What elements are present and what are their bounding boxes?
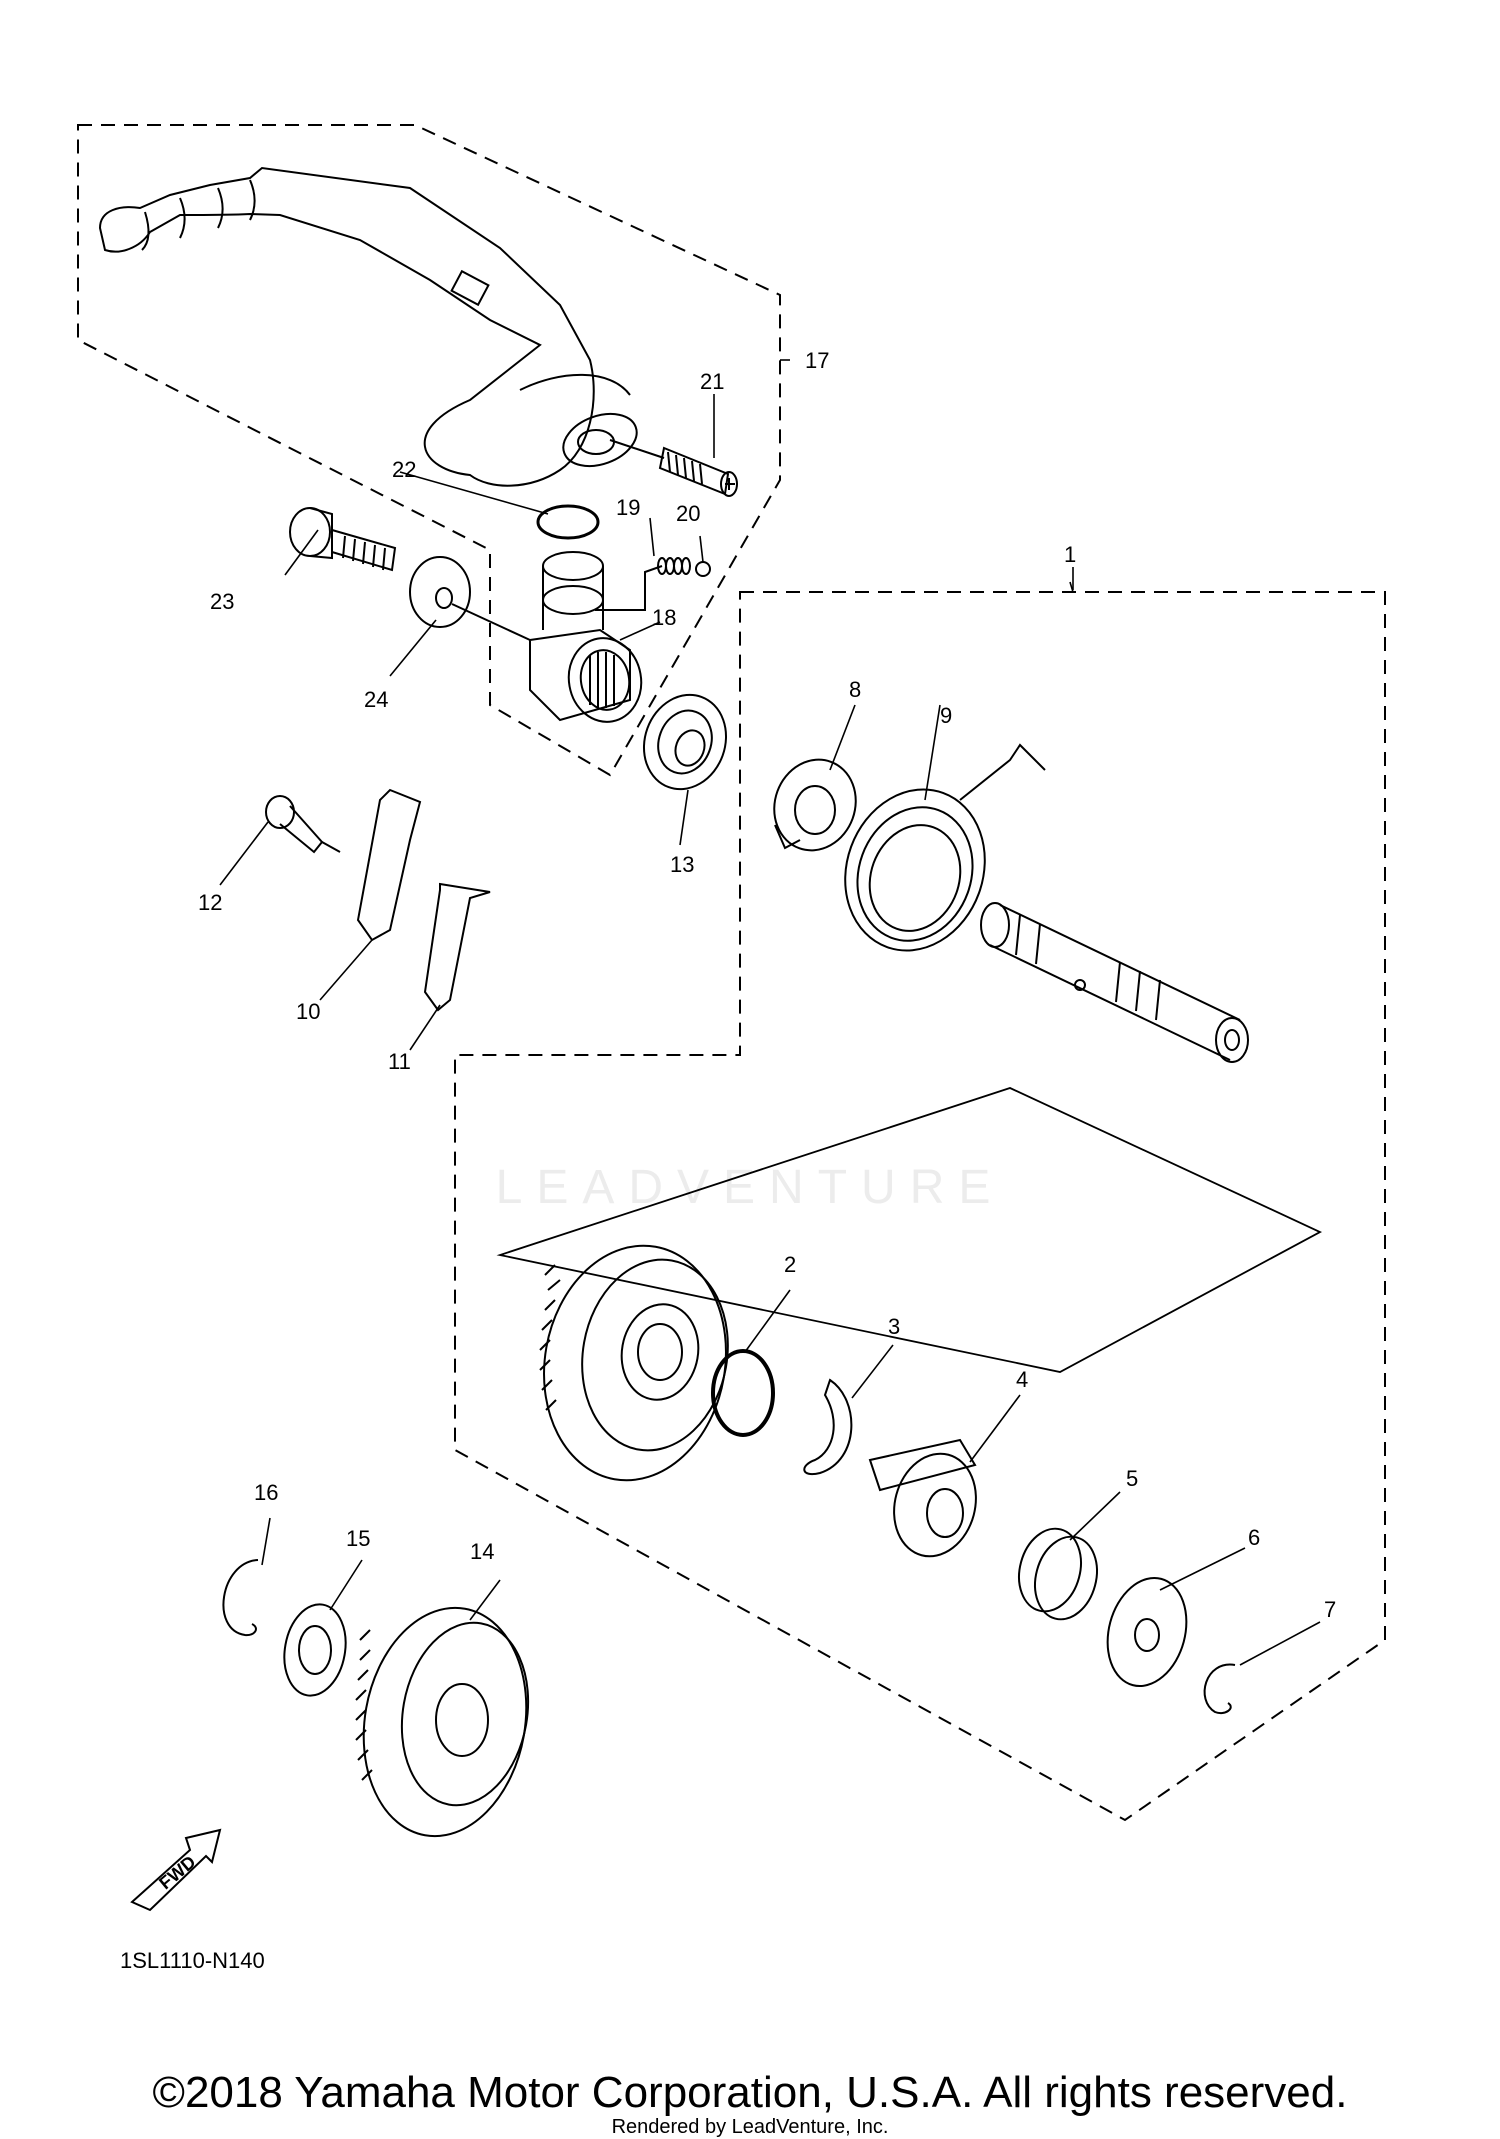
callout-15: 15 <box>346 1526 370 1551</box>
callout-3: 3 <box>888 1314 900 1339</box>
callout-19: 19 <box>616 495 640 520</box>
shaft-assembly-bracket <box>496 1087 1323 1373</box>
washer-15 <box>283 1603 347 1697</box>
bolt-23 <box>289 507 397 572</box>
callout-17: 17 <box>805 348 829 373</box>
callout-8: 8 <box>849 677 861 702</box>
plate-11 <box>423 882 491 1012</box>
washer-2 <box>711 1349 775 1437</box>
kick-lever <box>98 166 638 487</box>
circlip-16 <box>222 1559 259 1637</box>
callout-20: 20 <box>676 501 700 526</box>
callout-7: 7 <box>1324 1597 1336 1622</box>
bolt-12 <box>265 795 341 854</box>
callout-13: 13 <box>670 852 694 877</box>
callout-1: 1 <box>1064 542 1076 567</box>
callout-11: 11 <box>388 1049 411 1074</box>
boss-18 <box>529 551 643 723</box>
kick-shaft <box>980 902 1249 1063</box>
rendered-by-notice: Rendered by LeadVenture, Inc. <box>611 2116 889 2138</box>
ball-20 <box>695 561 711 577</box>
fwd-arrow-icon <box>130 1828 222 1912</box>
callout-4: 4 <box>1016 1367 1028 1392</box>
copyright-notice: ©2018 Yamaha Motor Corporation, U.S.A. A… <box>152 2068 1348 2117</box>
oil-seal-13 <box>642 693 728 791</box>
callout-21: 21 <box>700 369 724 394</box>
washer-6 <box>1106 1576 1188 1688</box>
callout-16: 16 <box>254 1480 278 1505</box>
callout-18: 18 <box>652 605 676 630</box>
collar-8 <box>773 758 857 852</box>
callout-9: 9 <box>940 703 952 728</box>
circlip-7 <box>1203 1663 1236 1714</box>
callout-22: 22 <box>392 457 416 482</box>
callout-14: 14 <box>470 1539 494 1564</box>
washer-24 <box>409 556 531 641</box>
watermark: LEADVENTURE <box>495 1161 1005 1214</box>
o-ring-22 <box>536 504 600 540</box>
group-1-outline <box>454 591 1386 1822</box>
spring-5 <box>1018 1527 1098 1621</box>
callout-23: 23 <box>210 589 234 614</box>
idler-gear-14 <box>355 1606 530 1838</box>
kick-gear <box>539 1244 729 1482</box>
callout-2: 2 <box>784 1252 796 1277</box>
leader-lines <box>219 359 1321 1666</box>
spring-19 <box>595 557 691 611</box>
callout-12: 12 <box>198 890 222 915</box>
circlip-3 <box>803 1378 853 1476</box>
group-17-outline <box>77 124 781 777</box>
callout-6: 6 <box>1248 1525 1260 1550</box>
fwd-label: FWD <box>155 1852 199 1894</box>
ratchet-4 <box>868 1438 977 1558</box>
callout-10: 10 <box>296 999 320 1024</box>
callout-24: 24 <box>364 687 388 712</box>
plate-10 <box>356 788 422 942</box>
diagram-code: 1SL1110-N140 <box>120 1948 265 1973</box>
torsion-spring-9 <box>844 743 1046 952</box>
bolt-21 <box>609 439 738 497</box>
callout-5: 5 <box>1126 1466 1138 1491</box>
